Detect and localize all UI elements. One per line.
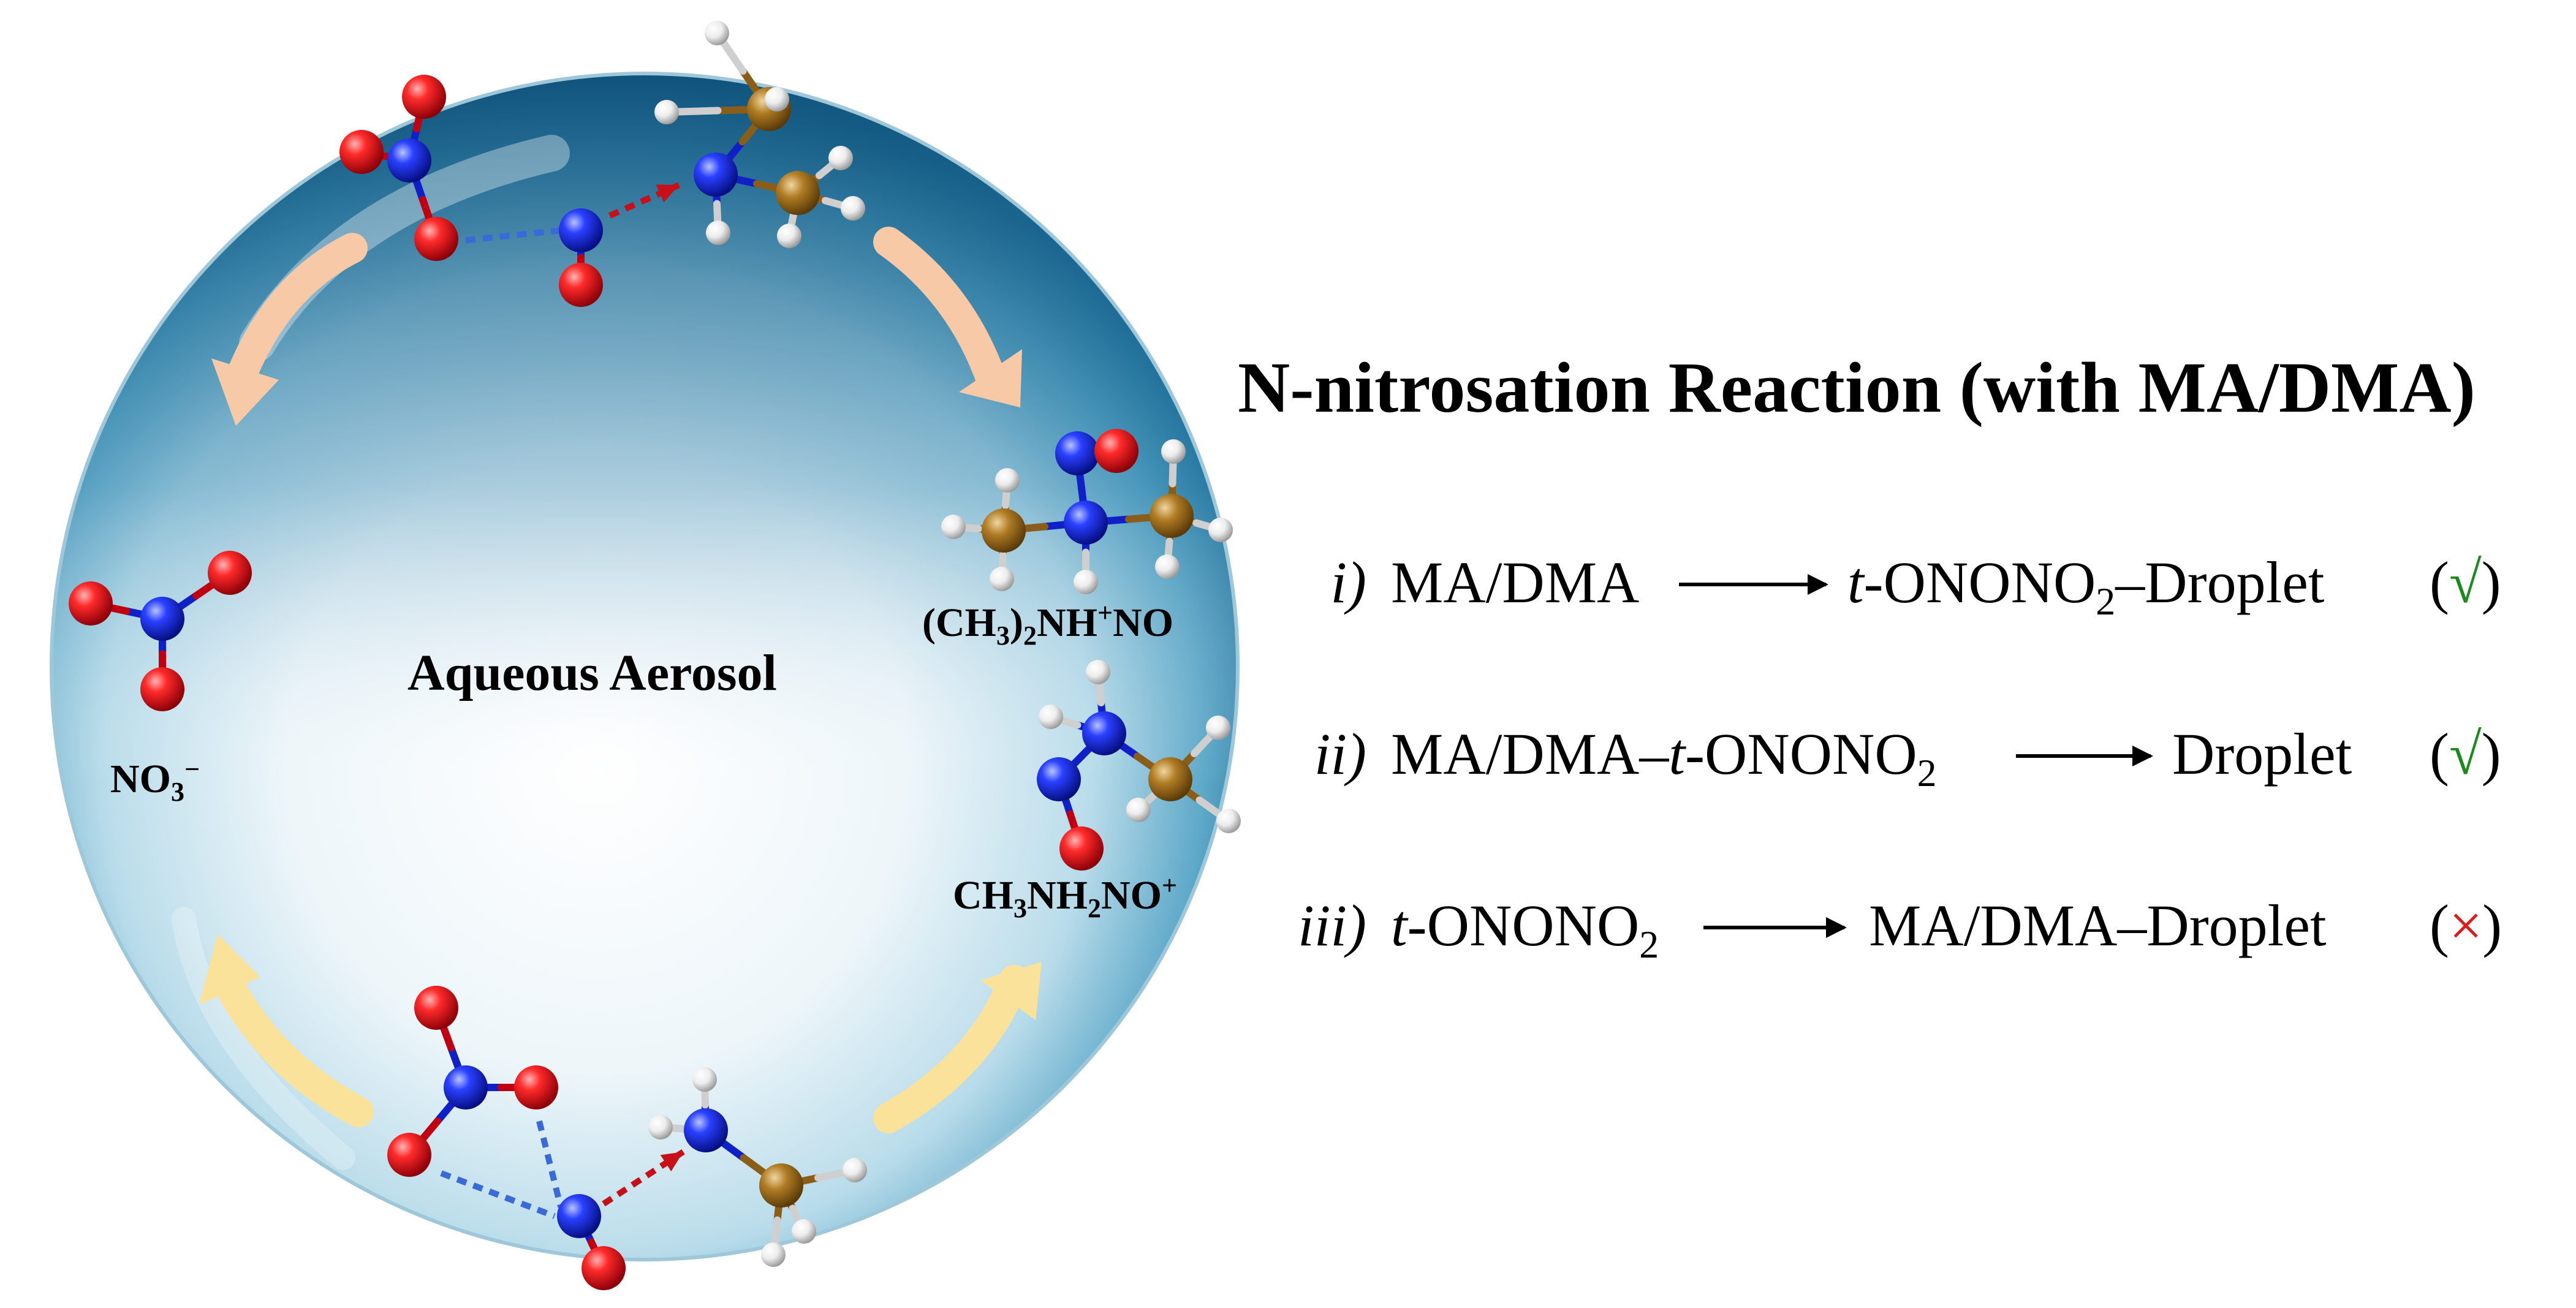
reaction-1-right: t-ONONO2–Droplet: [1847, 550, 2325, 624]
dma-no-molecule: [941, 429, 1233, 594]
figure-title: N-nitrosation Reaction (with MA/DMA): [1238, 347, 2476, 428]
ma-no-label: CH3NH2NO+: [953, 871, 1178, 924]
oxygen-atom: [140, 667, 184, 711]
top-dma-molecule: [654, 21, 865, 248]
nitrogen-atom: [140, 597, 184, 641]
bottom-ma-molecule: [648, 1067, 867, 1267]
oxygen-atom: [339, 130, 384, 174]
reaction-1-left: MA/DMA: [1391, 550, 1640, 615]
hydrogen-atom: [1086, 660, 1110, 684]
hydrogen-atom: [1206, 716, 1230, 740]
nitrogen-atom: [557, 1194, 601, 1238]
nitrogen-atom: [1064, 501, 1108, 545]
cross-icon: ×: [2449, 893, 2483, 958]
reaction-2-arrow: [2016, 746, 2153, 766]
check-icon: √: [2449, 550, 2482, 615]
nitrogen-atom: [559, 208, 603, 252]
hydrogen-atom: [843, 1158, 867, 1182]
reaction-2-left: MA/DMA–t-ONONO2: [1391, 721, 1937, 795]
oxygen-atom: [1059, 826, 1104, 871]
reaction-1-result: (√): [2430, 550, 2501, 615]
hydrogen-atom: [828, 146, 853, 170]
droplet-rim: [50, 72, 1240, 1261]
hbond-dashed-line: [536, 1120, 564, 1208]
hydrogen-atom: [1039, 705, 1063, 729]
carbon-atom: [759, 1163, 803, 1208]
hydrogen-atom: [941, 515, 966, 539]
nitrogen-atom: [444, 1065, 488, 1110]
arrowhead-icon: [656, 184, 679, 203]
carbon-atom: [776, 171, 820, 215]
reaction-3-result: (×): [2430, 893, 2502, 958]
hydrogen-atom: [705, 21, 729, 45]
reaction-3-right: MA/DMA–Droplet: [1869, 893, 2327, 958]
top-no-molecule: [559, 182, 681, 307]
attack-dashed-arrow: [608, 182, 681, 219]
hydrogen-atom: [648, 1115, 673, 1140]
arrowhead-icon: [660, 1152, 683, 1171]
hydrogen-atom: [1216, 809, 1241, 833]
oxygen-atom: [414, 986, 458, 1030]
ma-no-molecule: [1037, 660, 1241, 871]
hydrogen-atom: [692, 1067, 717, 1092]
free-nitrate-molecule: [69, 551, 252, 711]
oxygen-atom: [208, 551, 252, 595]
reaction-2-result: (√): [2430, 721, 2501, 787]
dma-no-label: (CH3)2NH+NO: [922, 598, 1174, 651]
hydrogen-atom: [792, 1219, 816, 1244]
hydrogen-atom: [995, 468, 1020, 493]
oxygen-atom: [514, 1065, 558, 1110]
hydrogen-atom: [1208, 518, 1233, 542]
hydrogen-atom: [841, 196, 865, 221]
oxygen-atom: [69, 581, 113, 626]
reaction-3-arrow: [1703, 917, 1847, 938]
hydrogen-atom: [654, 100, 679, 124]
arrow-top-left: [227, 233, 368, 389]
hbond-dashed-line: [440, 1170, 556, 1219]
hydrogen-atom: [1155, 554, 1180, 579]
bottom-nitrate-molecule: [387, 986, 564, 1219]
bottom-no2-molecule: [557, 1149, 685, 1290]
nitrogen-atom: [1082, 711, 1126, 755]
oxygen-atom: [1094, 429, 1138, 473]
hydrogen-atom: [706, 221, 730, 245]
nitrogen-atom: [1037, 757, 1081, 801]
hydrogen-atom: [777, 224, 801, 248]
reaction-1-arrow: [1679, 574, 1828, 595]
top-nitrate-molecule: [339, 75, 561, 261]
nitrate-label: NO3−: [110, 754, 200, 807]
droplet-top-shade: [51, 74, 1238, 1260]
oxygen-atom: [402, 75, 446, 119]
nitrogen-atom: [387, 138, 431, 183]
nitrogen-atom: [694, 153, 738, 197]
hydrogen-atom: [990, 567, 1014, 591]
oxygen-atom: [581, 1246, 626, 1290]
oxygen-atom: [387, 1133, 431, 1177]
arrow-top-right: [873, 227, 1008, 398]
hydrogen-atom: [1126, 798, 1151, 822]
molecules: [69, 21, 1241, 1290]
carbon-atom: [1150, 494, 1194, 538]
oxygen-atom: [559, 263, 603, 307]
nitrogen-atom: [1055, 431, 1099, 475]
reaction-3-left: t-ONONO2: [1391, 893, 1659, 967]
reaction-2-right: Droplet: [2172, 721, 2352, 787]
hydrogen-atom: [761, 1242, 786, 1267]
check-icon: √: [2449, 721, 2482, 787]
carbon-atom: [1148, 757, 1192, 801]
arrow-bottom-left: [214, 971, 374, 1127]
carbon-atom: [982, 508, 1026, 553]
hydrogen-atom: [1161, 439, 1186, 464]
oxygen-atom: [414, 217, 458, 261]
cycle-arrows: [199, 227, 1042, 1133]
nitrogen-atom: [684, 1108, 728, 1152]
droplet-label: Aqueous Aerosol: [407, 645, 777, 701]
arrow-bottom-right: [873, 965, 1029, 1133]
hydrogen-atom: [1074, 570, 1098, 594]
droplet-highlight-bottom: [172, 907, 355, 1170]
hydrogen-atom: [765, 87, 789, 112]
